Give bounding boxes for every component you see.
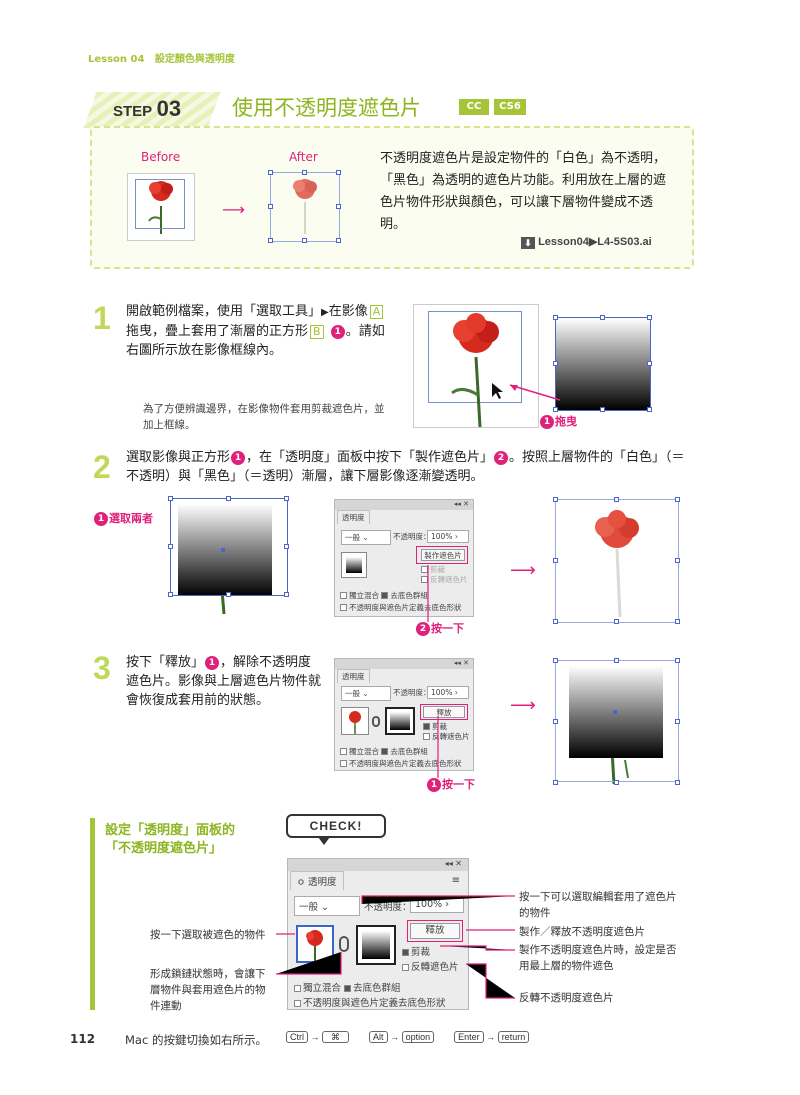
transparency-panel-step2: ◂◂ ✕ 透明度 一般 ⌄ 不透明度： 100% › 製作遮色片 剪裁 反轉遮色… (334, 499, 474, 617)
link-icon[interactable] (372, 716, 380, 727)
check-sidebar-bar (90, 818, 95, 1010)
step3-number: 3 (93, 650, 111, 686)
isolate-checkbox[interactable] (340, 592, 347, 599)
file-ref: ⬇ Lesson04▶L4-5S03.ai (521, 235, 652, 249)
mask-thumbnail[interactable] (385, 707, 415, 735)
result-arrow-2: ⟶ (510, 560, 536, 581)
step-number: 03 (156, 96, 182, 121)
badge-cc: CC (459, 99, 489, 115)
step1-number: 1 (93, 300, 111, 336)
step2-selected (177, 500, 273, 614)
knockout-checkbox[interactable] (381, 592, 389, 599)
lesson-label: Lesson 04 (88, 54, 145, 65)
callout-edit-mask: 按一下可以選取編輯套用了遮色片的物件 (519, 891, 677, 919)
chapter-title: 設定顏色與透明度 (154, 54, 235, 65)
badge-cs6: CS6 (494, 99, 526, 115)
callout-clip: 製作不透明度遮色片時，設定是否用最上層的物件遮色 (519, 944, 677, 972)
callout-make-release: 製作／釋放不透明度遮色片 (519, 926, 645, 938)
download-icon: ⬇ (521, 237, 535, 249)
page-number: 112 (70, 1032, 96, 1046)
drag-arrow (509, 384, 561, 401)
label-a: A (369, 305, 384, 319)
before-image (127, 173, 195, 241)
callout-lines (276, 895, 515, 999)
blend-mode-select[interactable]: 一般 ⌄ (341, 530, 391, 545)
arrow-icon: ▶ (588, 236, 598, 248)
thumbnail[interactable] (341, 552, 367, 578)
step2-number: 2 (93, 449, 111, 485)
label-b: B (310, 325, 324, 339)
gradient-square (556, 318, 650, 410)
intro-arrow: ⟶ (222, 200, 245, 219)
release-button[interactable]: 釋放 (423, 706, 465, 718)
step3-result (553, 658, 680, 785)
step2-result (553, 497, 680, 624)
make-mask-button[interactable]: 製作遮色片 (421, 549, 465, 561)
mask-thumbnail-large[interactable] (356, 925, 396, 965)
file-name: L4-5S03.ai (597, 236, 652, 248)
after-label: After (289, 150, 318, 164)
callout-1: 1 (330, 325, 345, 339)
key-mapping: Ctrl → ⌘ Alt → option Enter → return (286, 1031, 530, 1043)
callout-link: 形成鎖鏈狀態時，會讓下層物件與套用遮色片的物件連動 (150, 968, 266, 1012)
panel-menu-icon[interactable]: ≡ (451, 875, 460, 886)
result-arrow-3: ⟶ (510, 695, 536, 716)
cursor-icon: ▶ (321, 307, 329, 318)
before-label: Before (141, 150, 181, 164)
footer-note: Mac 的按鍵切換如右所示。 (125, 1033, 267, 1047)
step-label: STEP 03 (113, 96, 182, 121)
define-checkbox[interactable] (340, 604, 347, 611)
after-image (268, 170, 341, 243)
callout-invert: 反轉不透明度遮色片 (519, 992, 614, 1004)
check-title: 設定「透明度」面板的「不透明度遮色片」 (105, 823, 236, 856)
step1-note: 為了方便辨識邊界，在影像物件套用剪裁遮色片，並加上框線。 (143, 403, 385, 431)
running-header: Lesson 04 設定顏色與透明度 (88, 50, 235, 65)
panel-tab[interactable]: 透明度 (337, 510, 370, 524)
step1-image (413, 304, 539, 428)
opacity-field[interactable]: 100% › (427, 530, 469, 543)
check-badge: CHECK! (286, 814, 386, 838)
art-thumbnail[interactable] (341, 707, 369, 735)
intro-text: 不透明度遮色片是設定物件的「白色」為不透明，「黑色」為透明的遮色片功能。利用放在… (380, 151, 667, 232)
step-title: 使用不透明度遮色片 (232, 96, 421, 120)
check-badge-tail (318, 837, 330, 845)
step3-text: 按下「釋放」1，解除不透明度遮色片。影像與上層遮色片物件就會恢復成套用前的狀態。 (126, 655, 322, 708)
transparency-panel-step3: ◂◂ ✕ 透明度 一般 ⌄ 不透明度： 100% › 釋放 剪裁 反轉遮色片 獨… (334, 658, 474, 771)
callout-select-masked: 按一下選取被遮色的物件 (150, 929, 266, 941)
link-icon-large[interactable] (339, 936, 349, 952)
transparency-panel-large: ◂◂ ✕ ≎ 透明度 ≡ 一般 ⌄ 不透明度： 100% › 釋放 剪裁 反轉遮… (287, 858, 469, 1010)
release-button-large[interactable]: 釋放 (410, 923, 460, 939)
